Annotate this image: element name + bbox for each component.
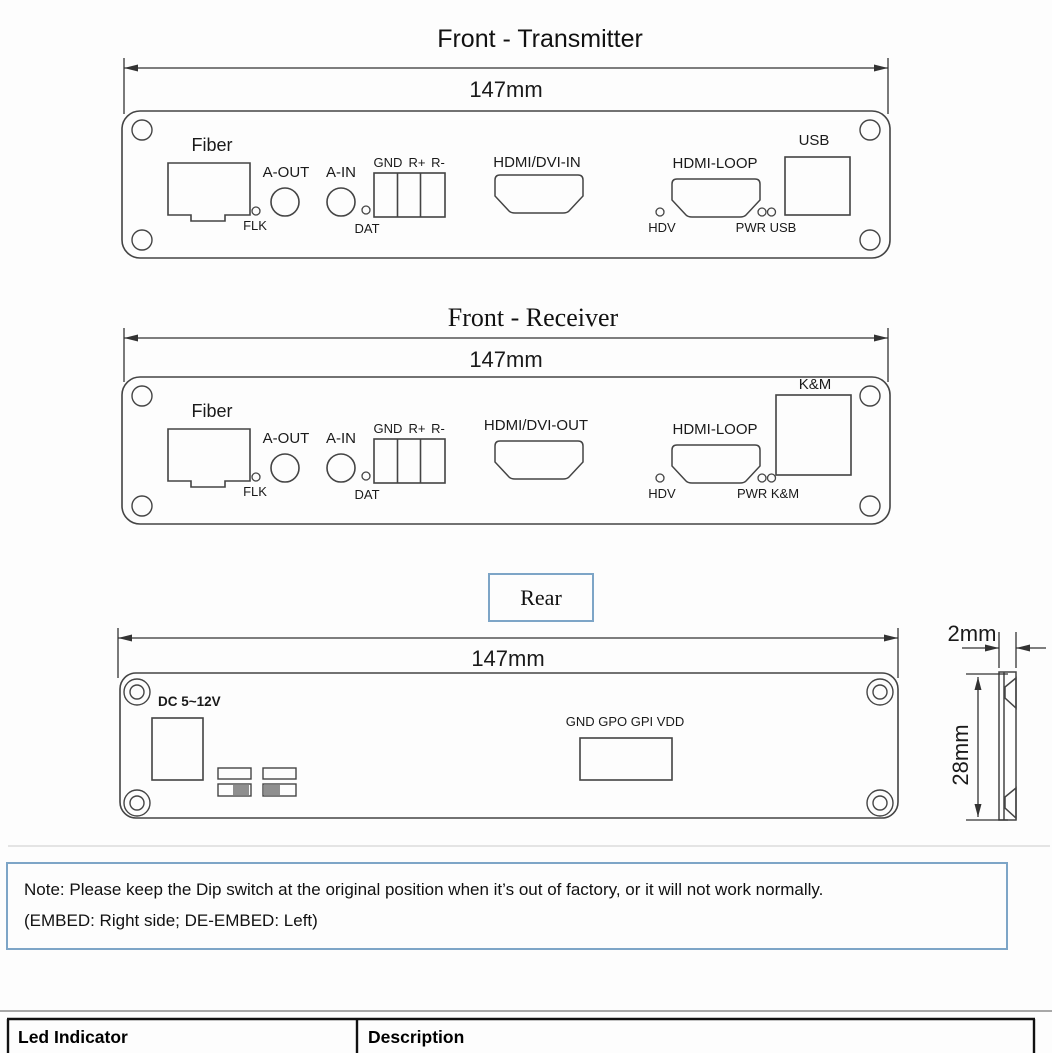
- transmitter-hdv-label: HDV: [648, 220, 676, 235]
- receiver-hdv-label: HDV: [648, 486, 676, 501]
- rear-gpio-label: GND GPO GPI VDD: [565, 714, 685, 729]
- receiver-pwr-label: PWR K&M: [736, 486, 800, 501]
- side-plate-icon: [998, 671, 1017, 821]
- transmitter-usb-label: USB: [798, 132, 830, 149]
- receiver-panel-drawing: [122, 377, 890, 524]
- led-table-col1-header: Led Indicator: [18, 1027, 128, 1047]
- receiver-a-out-label: A-OUT: [262, 430, 310, 447]
- rear-title: Rear: [520, 584, 562, 610]
- led-table-frame: [6, 1017, 1036, 1053]
- note-line2: (EMBED: Right side; DE-EMBED: Left): [24, 911, 318, 930]
- transmitter-width-dim: 147mm: [469, 77, 543, 102]
- transmitter-a-in-label: A-IN: [326, 164, 356, 181]
- dc-jack-icon: [151, 717, 204, 781]
- transmitter-r-plus-label: R+: [408, 155, 426, 170]
- transmitter-hdmi-loop-label: HDMI-LOOP: [672, 155, 758, 172]
- receiver-r-plus-label: R+: [408, 421, 426, 436]
- receiver-title: Front - Receiver: [447, 303, 619, 332]
- receiver-width-dim: 147mm: [469, 347, 543, 372]
- receiver-hdmi-label: HDMI/DVI-OUT: [483, 417, 589, 434]
- transmitter-gnd-label: GND: [373, 155, 403, 170]
- receiver-flk-label: FLK: [243, 484, 267, 499]
- dip-switches-icon: [217, 767, 297, 797]
- transmitter-a-out-label: A-OUT: [262, 164, 310, 181]
- gpio-port-icon: [579, 737, 673, 781]
- rear-dimension: [117, 628, 899, 678]
- receiver-dat-label: DAT: [354, 487, 380, 502]
- rear-title-box: Rear: [488, 573, 594, 622]
- side-profile-drawing: [962, 632, 1046, 821]
- transmitter-fiber-label: Fiber: [191, 135, 233, 155]
- transmitter-hdmi-label: HDMI/DVI-IN: [493, 154, 581, 171]
- rear-panel-drawing: [119, 672, 899, 819]
- transmitter-title: Front - Transmitter: [437, 25, 643, 53]
- note-box: Note: Please keep the Dip switch at the …: [6, 862, 1008, 950]
- transmitter-dat-label: DAT: [354, 221, 380, 236]
- receiver-fiber-label: Fiber: [191, 401, 233, 421]
- side-height-dim: 28mm: [947, 724, 973, 786]
- led-table-col2-header: Description: [368, 1027, 465, 1047]
- receiver-a-in-label: A-IN: [326, 430, 356, 447]
- usb-port-icon: [784, 156, 851, 216]
- side-thickness-dim: 2mm: [947, 621, 997, 646]
- rear-width-dim: 147mm: [471, 646, 545, 671]
- km-port-icon: [775, 394, 852, 476]
- rear-panel-outline: [119, 672, 899, 819]
- receiver-hdmi-loop-label: HDMI-LOOP: [672, 421, 758, 438]
- rear-dc-label: DC 5~12V: [158, 694, 221, 709]
- receiver-r-minus-label: R-: [431, 421, 445, 436]
- transmitter-flk-label: FLK: [243, 218, 267, 233]
- transmitter-pwr-label: PWR USB: [735, 220, 797, 235]
- transmitter-dimension: [123, 58, 889, 114]
- rear-mount-holes: [123, 678, 894, 817]
- note-line1: Note: Please keep the Dip switch at the …: [24, 880, 824, 899]
- receiver-gnd-label: GND: [373, 421, 403, 436]
- transmitter-panel-drawing: [122, 111, 890, 258]
- receiver-km-label: K&M: [798, 376, 832, 393]
- transmitter-r-minus-label: R-: [431, 155, 445, 170]
- receiver-dimension: [123, 328, 889, 382]
